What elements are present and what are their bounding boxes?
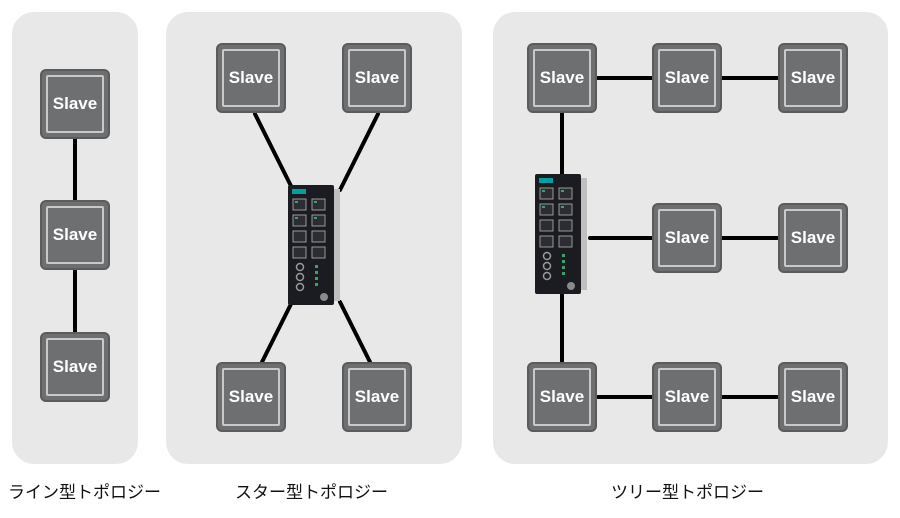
slave-label: Slave	[52, 357, 98, 376]
slave-label: Slave	[228, 68, 274, 87]
slave-node: Slave	[40, 200, 110, 270]
star-topology-caption: スター型トポロジー	[235, 483, 388, 503]
slave-label: Slave	[664, 387, 710, 406]
link-star-bottom-right	[338, 300, 372, 364]
slave-node: Slave	[527, 362, 597, 432]
slave-node: Slave	[652, 362, 722, 432]
slave-node: Slave	[216, 43, 286, 113]
industrial-ethernet-switch-icon	[535, 174, 587, 294]
slave-label: Slave	[539, 68, 585, 87]
link-star-top-left	[253, 112, 295, 192]
slave-label: Slave	[52, 225, 98, 244]
tree-topology-caption: ツリー型トポロジー	[611, 483, 764, 503]
slave-label: Slave	[354, 387, 400, 406]
slave-label: Slave	[228, 387, 274, 406]
slave-node: Slave	[342, 43, 412, 113]
industrial-ethernet-switch-icon	[288, 185, 340, 305]
slave-label: Slave	[664, 68, 710, 87]
slave-node: Slave	[778, 43, 848, 113]
slave-label: Slave	[790, 228, 836, 247]
slave-node: Slave	[40, 332, 110, 402]
slave-node: Slave	[652, 43, 722, 113]
slave-node: Slave	[40, 69, 110, 139]
slave-node: Slave	[216, 362, 286, 432]
slave-label: Slave	[790, 68, 836, 87]
slave-node: Slave	[652, 203, 722, 273]
slave-label: Slave	[539, 387, 585, 406]
link-star-top-right	[338, 112, 380, 192]
slave-label: Slave	[354, 68, 400, 87]
slave-node: Slave	[778, 203, 848, 273]
link-star-bottom-left	[260, 300, 294, 364]
slave-label: Slave	[52, 94, 98, 113]
slave-node: Slave	[778, 362, 848, 432]
slave-node: Slave	[342, 362, 412, 432]
slave-label: Slave	[790, 387, 836, 406]
slave-node: Slave	[527, 43, 597, 113]
slave-label: Slave	[664, 228, 710, 247]
line-topology-caption: ライン型トポロジー	[8, 483, 161, 503]
